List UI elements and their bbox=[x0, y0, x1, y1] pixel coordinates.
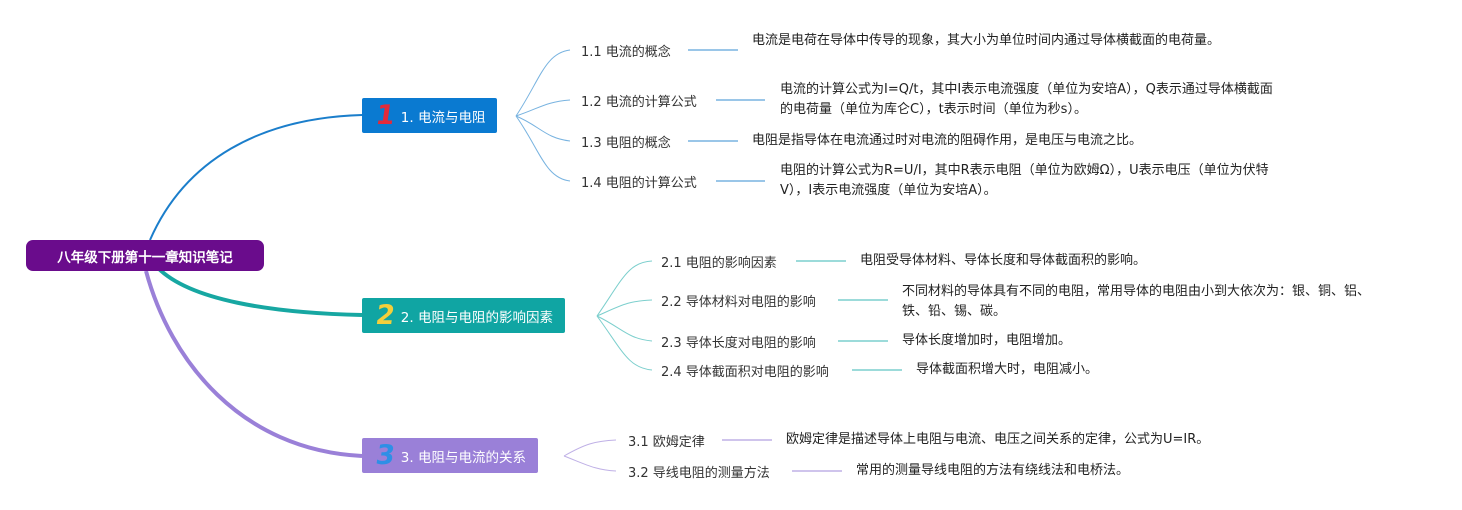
subtopic-label: 1.3 电阻的概念 bbox=[581, 136, 671, 151]
branch-topic-3-label: 3. 电阻与电流的关系 bbox=[400, 449, 526, 466]
description-text: 电流的计算公式为I=Q/t，其中I表示电流强度（单位为安培A），Q表示通过导体横… bbox=[780, 82, 1273, 117]
subtopic-1-1-description: 电流是电荷在导体中传导的现象，其大小为单位时间内通过导体横截面的电荷量。 bbox=[752, 31, 1242, 51]
branch-1-sub-connector bbox=[515, 99, 571, 117]
subtopic-1-3-description: 电阻是指导体在电流通过时对电流的阻碍作用，是电压与电流之比。 bbox=[752, 131, 1272, 151]
subtopic-label: 3.2 导线电阻的测量方法 bbox=[628, 466, 770, 481]
branch-topic-2[interactable]: 2 2. 电阻与电阻的影响因素 bbox=[362, 298, 565, 333]
branch-2-sub-connector bbox=[596, 315, 653, 371]
branch-2-sub-connector bbox=[596, 260, 653, 317]
subtopic-label: 1.1 电流的概念 bbox=[581, 45, 671, 60]
subtopic-1-4-description: 电阻的计算公式为R=U/I，其中R表示电阻（单位为欧姆Ω），U表示电压（单位为伏… bbox=[780, 161, 1286, 201]
branch-2-sub-connector bbox=[596, 315, 653, 342]
description-text: 导体截面积增大时，电阻减小。 bbox=[916, 362, 1099, 377]
subtopic-2-4-description: 导体截面积增大时，电阻减小。 bbox=[916, 360, 1216, 380]
subtopic-1-1[interactable]: 1.1 电流的概念 bbox=[581, 41, 671, 60]
subtopic-2-2-description: 不同材料的导体具有不同的电阻，常用导体的电阻由小到大依次为：银、铜、铝、铁、铅、… bbox=[902, 282, 1392, 322]
subtopic-label: 2.2 导体材料对电阻的影响 bbox=[661, 295, 816, 310]
subtopic-label: 2.3 导体长度对电阻的影响 bbox=[661, 336, 816, 351]
number-1-icon: 1 bbox=[373, 100, 397, 131]
branch-topic-2-label: 2. 电阻与电阻的影响因素 bbox=[400, 309, 553, 326]
subtopic-label: 1.4 电阻的计算公式 bbox=[581, 176, 697, 191]
description-text: 导体长度增加时，电阻增加。 bbox=[902, 333, 1072, 348]
root-topic[interactable]: 八年级下册第十一章知识笔记 bbox=[26, 240, 264, 271]
subtopic-1-2[interactable]: 1.2 电流的计算公式 bbox=[581, 91, 697, 110]
description-text: 不同材料的导体具有不同的电阻，常用导体的电阻由小到大依次为：银、铜、铝、铁、铅、… bbox=[902, 284, 1371, 319]
subtopic-3-2-description: 常用的测量导线电阻的方法有绕线法和电桥法。 bbox=[856, 461, 1196, 481]
description-text: 电阻受导体材料、导体长度和导体截面积的影响。 bbox=[860, 253, 1147, 268]
subtopic-2-3[interactable]: 2.3 导体长度对电阻的影响 bbox=[661, 332, 816, 351]
subtopic-2-3-description: 导体长度增加时，电阻增加。 bbox=[902, 331, 1202, 351]
number-2-icon: 2 bbox=[373, 300, 397, 331]
branch-3-sub-connector bbox=[563, 439, 617, 457]
subtopic-1-3[interactable]: 1.3 电阻的概念 bbox=[581, 132, 671, 151]
subtopic-1-4[interactable]: 1.4 电阻的计算公式 bbox=[581, 172, 697, 191]
subtopic-2-4[interactable]: 2.4 导体截面积对电阻的影响 bbox=[661, 361, 829, 380]
subtopic-label: 2.4 导体截面积对电阻的影响 bbox=[661, 365, 829, 380]
root-branch-1-connector bbox=[149, 114, 363, 241]
subtopic-label: 3.1 欧姆定律 bbox=[628, 435, 705, 450]
branch-3-sub-connector bbox=[563, 455, 617, 472]
subtopic-3-1-description: 欧姆定律是描述导体上电阻与电流、电压之间关系的定律，公式为U=IR。 bbox=[786, 430, 1266, 450]
branch-topic-1-label: 1. 电流与电阻 bbox=[400, 109, 486, 126]
subtopic-3-2[interactable]: 3.2 导线电阻的测量方法 bbox=[628, 462, 770, 481]
subtopic-label: 2.1 电阻的影响因素 bbox=[661, 256, 777, 271]
description-text: 电流是电荷在导体中传导的现象，其大小为单位时间内通过导体横截面的电荷量。 bbox=[752, 33, 1221, 48]
subtopic-label: 1.2 电流的计算公式 bbox=[581, 95, 697, 110]
branch-1-sub-connector bbox=[515, 115, 571, 182]
branch-topic-3[interactable]: 3 3. 电阻与电流的关系 bbox=[362, 438, 538, 473]
branch-1-sub-connector bbox=[515, 115, 571, 142]
description-text: 电阻是指导体在电流通过时对电流的阻碍作用，是电压与电流之比。 bbox=[752, 133, 1143, 148]
subtopic-2-1-description: 电阻受导体材料、导体长度和导体截面积的影响。 bbox=[860, 251, 1200, 271]
description-text: 常用的测量导线电阻的方法有绕线法和电桥法。 bbox=[856, 463, 1130, 478]
subtopic-2-2[interactable]: 2.2 导体材料对电阻的影响 bbox=[661, 291, 816, 310]
description-text: 欧姆定律是描述导体上电阻与电流、电压之间关系的定律，公式为U=IR。 bbox=[786, 432, 1210, 447]
subtopic-1-2-description: 电流的计算公式为I=Q/t，其中I表示电流强度（单位为安培A），Q表示通过导体横… bbox=[780, 80, 1280, 120]
number-3-icon: 3 bbox=[373, 440, 397, 471]
description-text: 电阻的计算公式为R=U/I，其中R表示电阻（单位为欧姆Ω），U表示电压（单位为伏… bbox=[780, 163, 1269, 198]
root-topic-label: 八年级下册第十一章知识笔记 bbox=[57, 249, 233, 266]
branch-1-sub-connector bbox=[515, 49, 571, 117]
root-branch-3-connector bbox=[144, 270, 363, 458]
root-branch-2-connector bbox=[156, 266, 363, 317]
branch-topic-1[interactable]: 1 1. 电流与电阻 bbox=[362, 98, 498, 133]
subtopic-2-1[interactable]: 2.1 电阻的影响因素 bbox=[661, 252, 777, 271]
subtopic-3-1[interactable]: 3.1 欧姆定律 bbox=[628, 431, 705, 450]
branch-2-sub-connector bbox=[596, 299, 653, 317]
